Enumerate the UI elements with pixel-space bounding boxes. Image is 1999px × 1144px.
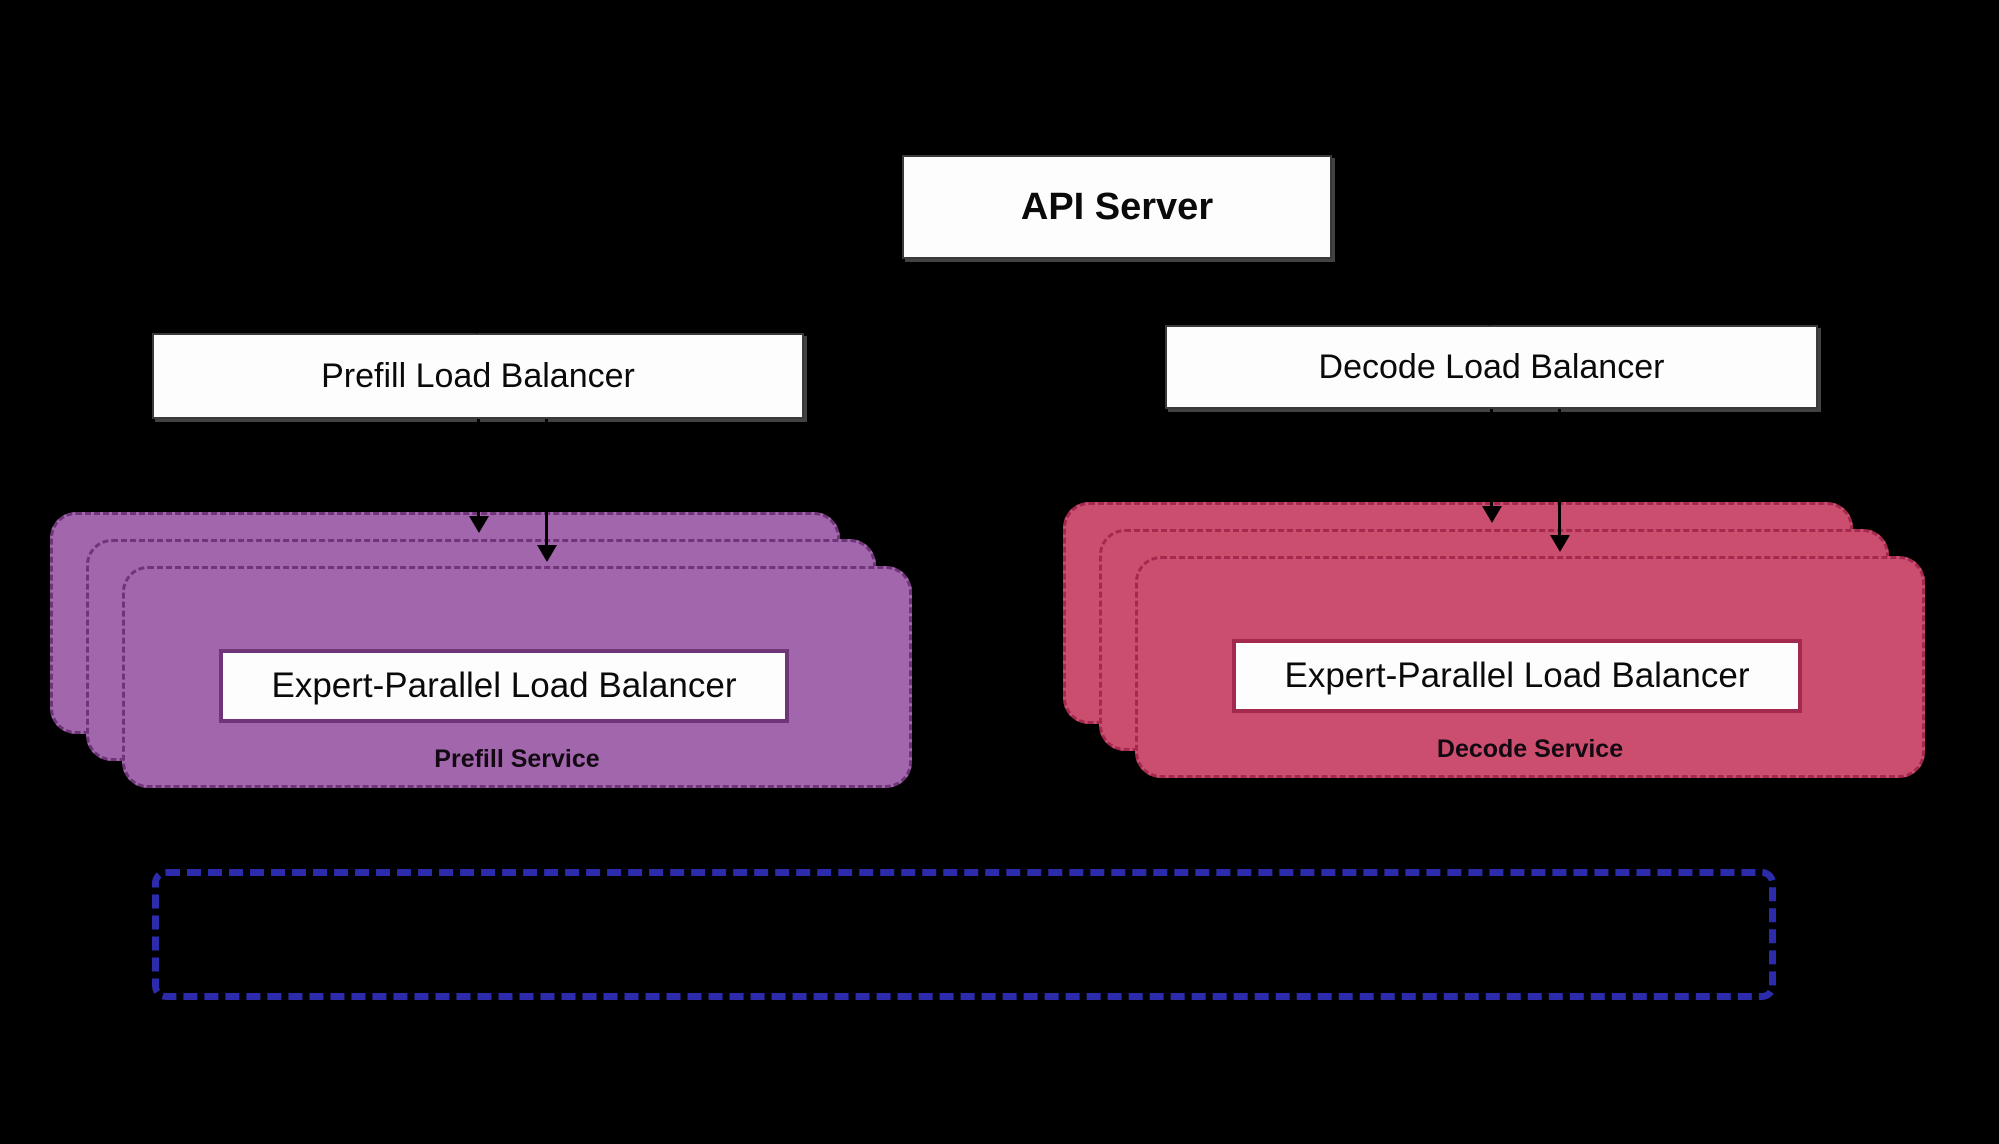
- prefill-service-replica-front[interactable]: Expert-Parallel Load Balancer Prefill Se…: [122, 566, 912, 788]
- decode-service-label: Decode Service: [1436, 735, 1624, 763]
- prefill-expert-parallel-load-balancer[interactable]: Expert-Parallel Load Balancer: [219, 649, 789, 723]
- prefill-service-stack[interactable]: Expert-Parallel Load Balancer Prefill Se…: [50, 512, 912, 792]
- prefill-service-label: Prefill Service: [434, 745, 600, 773]
- decode-service-stack[interactable]: Expert-Parallel Load Balancer Decode Ser…: [1063, 502, 1925, 782]
- decode-service-replica-front[interactable]: Expert-Parallel Load Balancer Decode Ser…: [1135, 556, 1925, 778]
- kv-transfer-container[interactable]: [152, 869, 1776, 1000]
- decode-expert-parallel-load-balancer[interactable]: Expert-Parallel Load Balancer: [1232, 639, 1802, 713]
- decode-load-balancer-node[interactable]: Decode Load Balancer: [1165, 325, 1818, 409]
- prefill-load-balancer-node[interactable]: Prefill Load Balancer: [152, 333, 804, 419]
- api-server-node[interactable]: API Server: [902, 155, 1332, 259]
